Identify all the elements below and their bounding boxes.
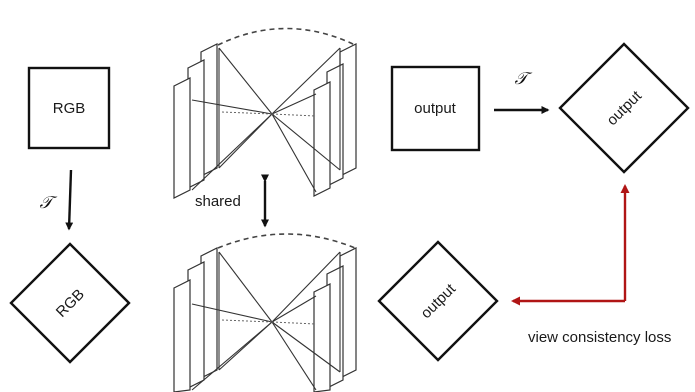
shared-label: shared	[195, 193, 241, 210]
rgb-transformed-diamond: RGB	[9, 242, 131, 364]
rgb-input-box: RGB	[27, 66, 111, 150]
network-top	[173, 27, 357, 199]
view-consistency-loss-connector: view consistency loss	[511, 184, 671, 346]
rgb-input-label: RGB	[53, 100, 86, 117]
network-bottom	[173, 233, 357, 392]
output-bottom-diamond: output	[377, 240, 499, 362]
shared-weights-arrow: shared	[195, 174, 269, 228]
transform-arrow-top: 𝒯	[494, 69, 550, 114]
transform-arrow-left: 𝒯	[39, 169, 74, 231]
transform-symbol-top: 𝒯	[514, 69, 532, 89]
output-top-label: output	[414, 100, 457, 117]
output-top-box: output	[390, 65, 481, 152]
output-transformed-diamond: output	[558, 42, 690, 174]
view-consistency-loss-label: view consistency loss	[528, 329, 671, 346]
transform-symbol-left: 𝒯	[39, 193, 57, 213]
